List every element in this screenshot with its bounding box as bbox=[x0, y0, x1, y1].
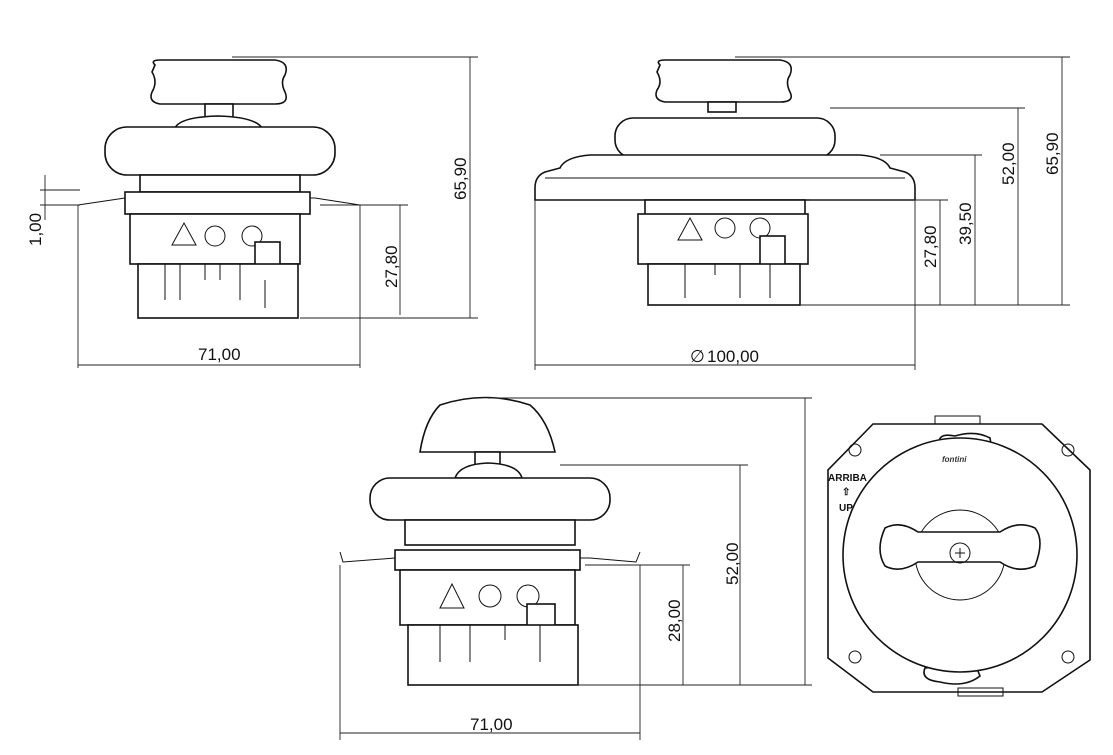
dim-height-total: 65,90 bbox=[1043, 132, 1062, 175]
knob bbox=[150, 59, 288, 105]
brand-logo: fontini bbox=[942, 455, 967, 464]
frame bbox=[124, 191, 311, 215]
dim-height-total: 52,00 bbox=[723, 542, 742, 585]
dim-height-total: 65,90 bbox=[451, 157, 470, 200]
cap-neck bbox=[139, 174, 301, 193]
label-up: UP bbox=[839, 503, 853, 514]
dim-height-body: 28,00 bbox=[665, 599, 684, 642]
knob bbox=[655, 59, 793, 103]
dimensions-view-1: 65,90 27,80 1,00 71,00 bbox=[26, 56, 478, 368]
diameter-symbol: ∅ bbox=[690, 347, 705, 366]
collar bbox=[173, 115, 264, 129]
dim-width: 71,00 bbox=[470, 715, 513, 734]
dim-height-cap: 52,00 bbox=[999, 142, 1018, 185]
label-arriba: ARRIBA bbox=[828, 473, 867, 484]
dim-width: 71,00 bbox=[198, 345, 241, 364]
screw-icon bbox=[949, 542, 971, 564]
dim-diameter: 100,00 bbox=[707, 347, 759, 366]
side-view-3: 52,00 28,00 71,00 bbox=[339, 396, 812, 740]
dim-height-body: 27,80 bbox=[382, 245, 401, 288]
rotary-knob bbox=[879, 524, 1041, 570]
cap bbox=[104, 126, 336, 176]
dim-plate-thickness: 1,00 bbox=[26, 213, 45, 246]
side-view-2: 65,90 52,00 39,50 27,80 ∅ 100,00 bbox=[534, 56, 1070, 370]
cap bbox=[369, 477, 611, 521]
dome-knob bbox=[419, 396, 556, 453]
body-base bbox=[137, 263, 299, 319]
dimensions-view-3: 52,00 28,00 71,00 bbox=[339, 397, 812, 740]
dim-height-base: 39,50 bbox=[956, 202, 975, 245]
dimensions-view-2: 65,90 52,00 39,50 27,80 ∅ 100,00 bbox=[534, 56, 1070, 370]
cap bbox=[614, 117, 836, 159]
side-view-1: 65,90 27,80 1,00 71,00 bbox=[26, 56, 478, 368]
up-arrow-icon: ⇧ bbox=[842, 487, 850, 498]
front-view: ARRIBA ⇧ UP fontini bbox=[827, 415, 1091, 697]
dim-height-body: 27,80 bbox=[921, 225, 940, 268]
